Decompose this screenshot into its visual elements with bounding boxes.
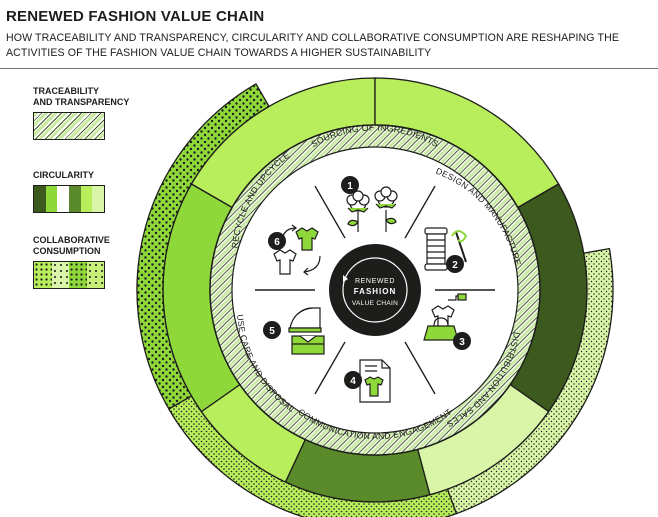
center-line-2: FASHION: [354, 287, 397, 296]
center-line-3: VALUE CHAIN: [352, 300, 398, 307]
center-hub: RENEWED FASHION VALUE CHAIN: [329, 244, 421, 336]
sector-divider: [314, 185, 346, 239]
stage-number-6: 6: [274, 237, 280, 248]
stage-badge-3: [453, 332, 471, 350]
outer-ring-segments: [136, 77, 614, 517]
legend-swatch-hatch: [33, 112, 105, 140]
iron-folded-shirt-icon: [288, 307, 325, 355]
legend-circularity: CIRCULARITY: [33, 170, 153, 213]
outer-band-recycle: [136, 82, 270, 428]
stage-badge-6: [268, 232, 286, 250]
outer-band-use: [167, 395, 458, 517]
sector-divider: [404, 341, 436, 395]
header-divider: [0, 68, 658, 69]
stage-number-5: 5: [269, 326, 275, 337]
stage-badge-4: [344, 371, 362, 389]
shirt-document-icon: [359, 359, 391, 403]
sector-divider: [404, 185, 436, 239]
legend-traceability: TRACEABILITY AND TRANSPARENCY: [33, 86, 153, 140]
stage-badge-1: [341, 176, 359, 194]
stage-number-1: 1: [347, 181, 353, 192]
legend-label-collaborative: COLLABORATIVE CONSUMPTION: [33, 235, 110, 256]
center-line-1: RENEWED: [355, 278, 395, 285]
legend-swatch-solid: [33, 185, 105, 213]
stage-number-2: 2: [452, 260, 458, 271]
shirt-shopping-bag-icon: [423, 293, 467, 341]
legend-label-circularity: CIRCULARITY: [33, 170, 94, 180]
stage-badge-5: [263, 321, 281, 339]
cotton-plant-icon: [346, 186, 398, 232]
sector-divider: [314, 341, 346, 395]
legend-collaborative: COLLABORATIVE CONSUMPTION: [33, 235, 153, 289]
sector-dividers: [255, 185, 495, 395]
stage-number-4: 4: [350, 376, 356, 387]
page-title: RENEWED FASHION VALUE CHAIN: [6, 8, 265, 25]
stage-badge-2: [446, 255, 464, 273]
stage-number-3: 3: [459, 337, 465, 348]
legend-label-traceability: TRACEABILITY AND TRANSPARENCY: [33, 86, 130, 107]
page-subtitle: HOW TRACEABILITY AND TRANSPARENCY, CIRCU…: [6, 32, 619, 59]
legend-swatch-dots: [33, 261, 105, 289]
